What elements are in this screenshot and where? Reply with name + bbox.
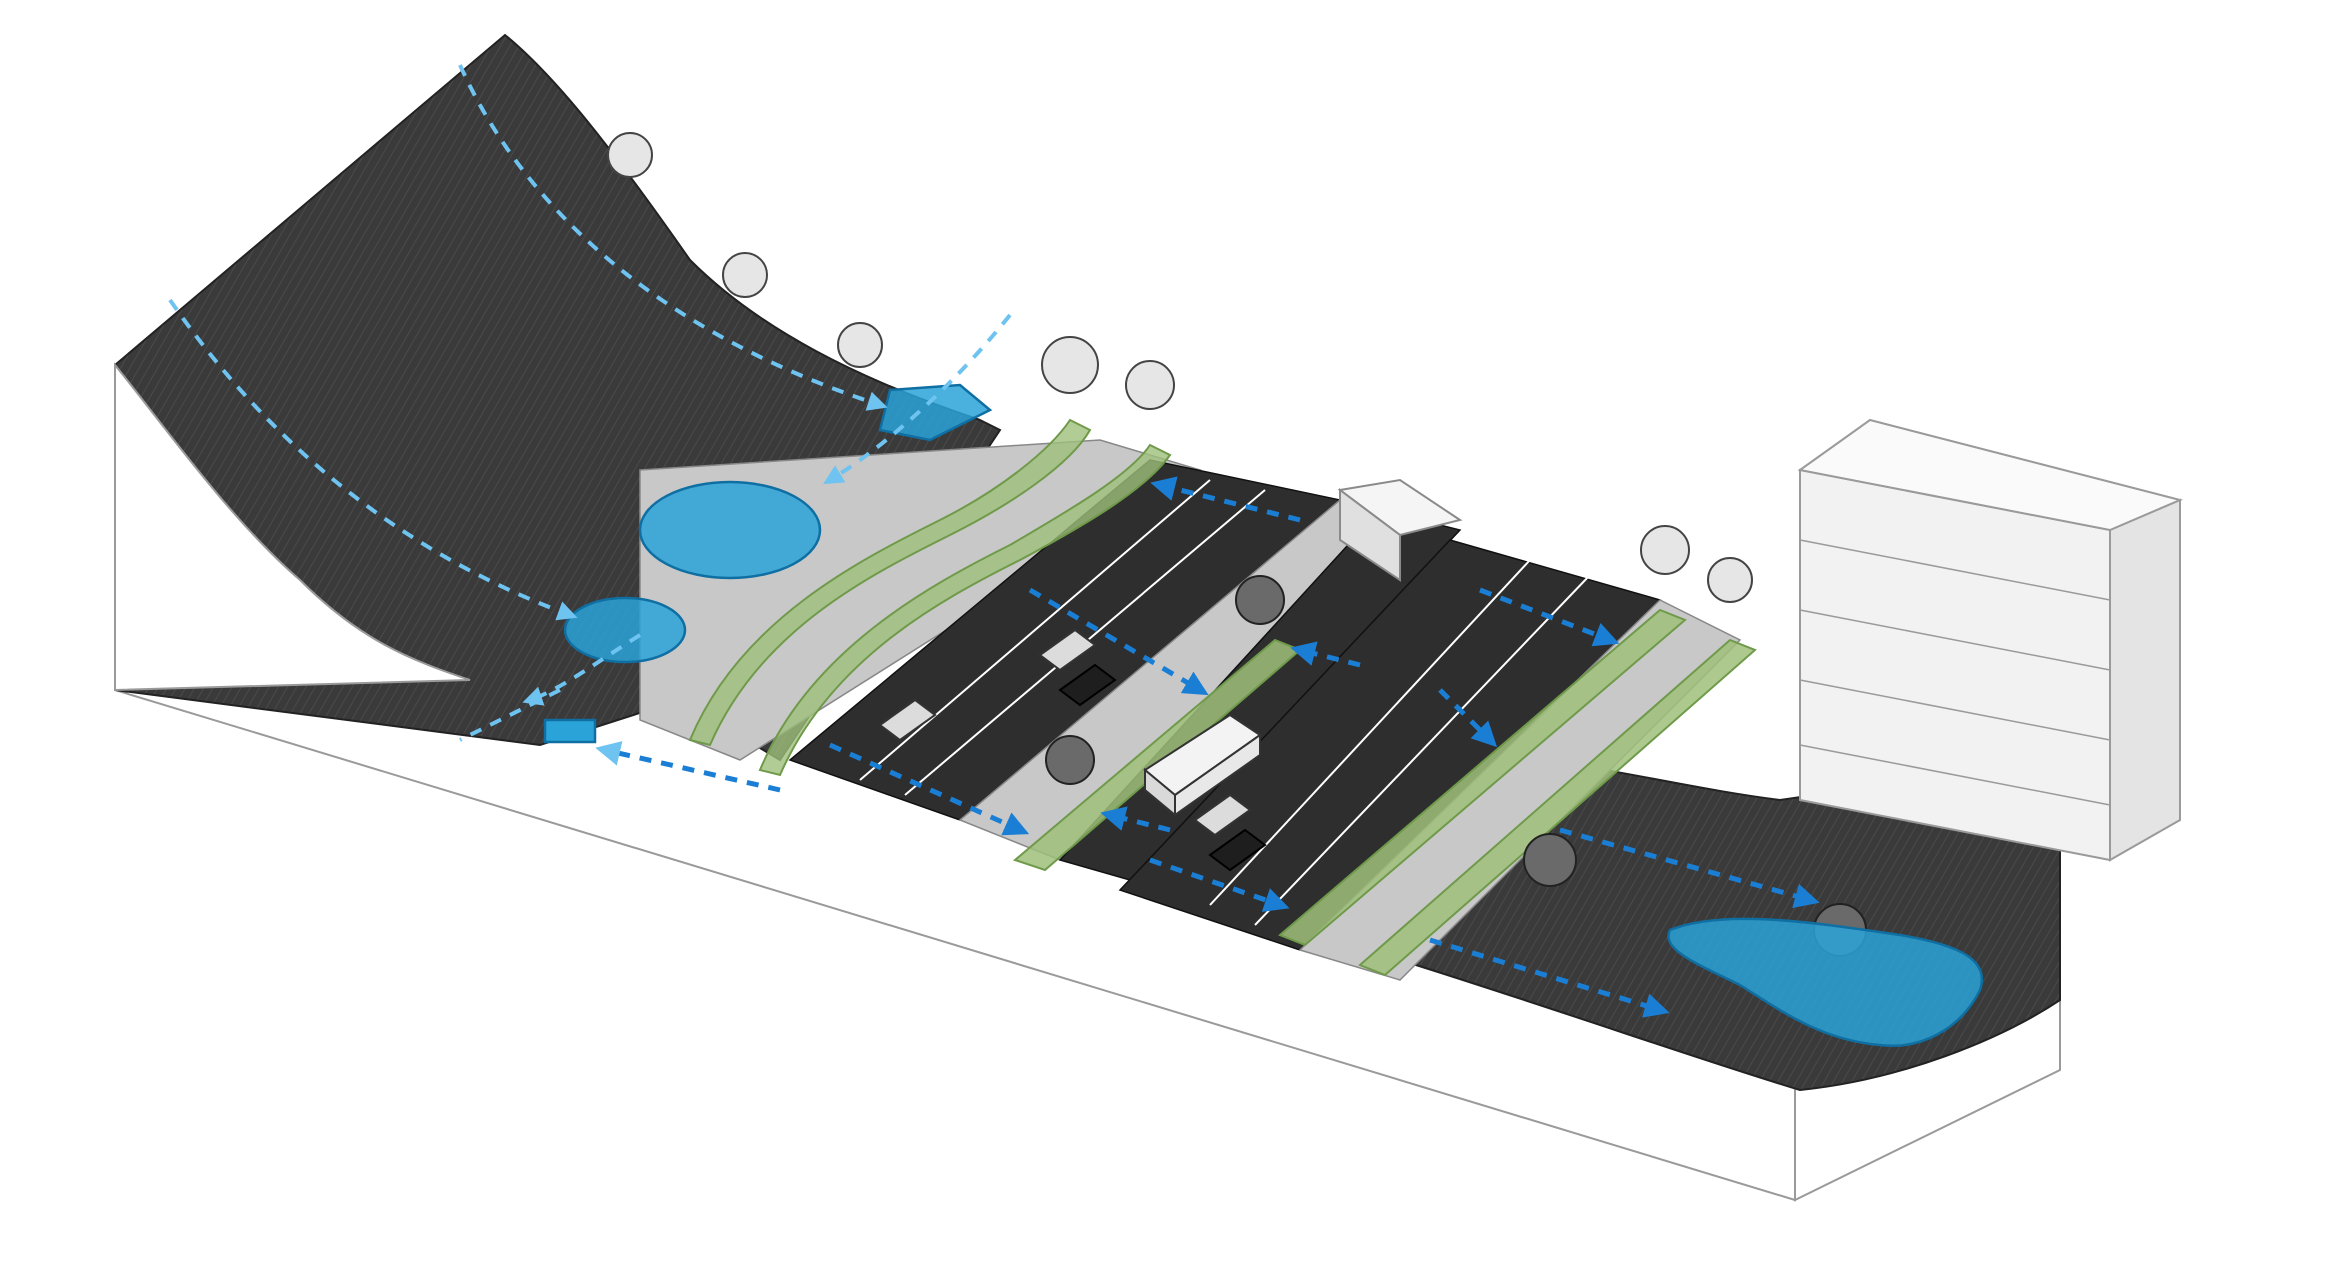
green-strip-hillside-2 bbox=[758, 443, 1172, 777]
dashed-arrow-icon bbox=[1290, 641, 1361, 668]
vehicles bbox=[878, 628, 1267, 872]
car-icon bbox=[878, 698, 937, 742]
flow-arrows bbox=[168, 64, 1820, 1018]
shelter-body bbox=[1339, 488, 1401, 582]
car-icon bbox=[1193, 793, 1252, 837]
tree-icon bbox=[607, 132, 653, 178]
tree-icon bbox=[837, 322, 883, 368]
tree-icon bbox=[1045, 735, 1095, 785]
tree-icon bbox=[722, 252, 768, 298]
dashed-arrow-icon bbox=[823, 313, 1012, 485]
green-strip-east-1 bbox=[1278, 608, 1687, 947]
dashed-arrow-icon bbox=[1479, 587, 1620, 647]
retention-basin-icon bbox=[638, 480, 822, 580]
green-strip-hillside-1 bbox=[688, 418, 1092, 747]
bus-shelter bbox=[1337, 478, 1463, 582]
building-front bbox=[1799, 468, 2111, 862]
car-icon bbox=[1038, 628, 1097, 672]
dashed-arrow-icon bbox=[1429, 937, 1670, 1018]
retention-basin-icon bbox=[543, 718, 597, 744]
building-floor-lines bbox=[1799, 539, 2111, 806]
tree-icon bbox=[1707, 557, 1753, 603]
tree-icon bbox=[1125, 360, 1175, 410]
dashed-arrow-icon bbox=[1438, 688, 1498, 748]
green-strip-east-2 bbox=[1358, 638, 1757, 977]
dashed-arrow-icon bbox=[459, 688, 561, 742]
building bbox=[1797, 418, 2184, 862]
building-roof bbox=[1797, 418, 2184, 532]
tree-icon bbox=[1640, 525, 1690, 575]
dashed-arrow-icon bbox=[1028, 587, 1209, 696]
dashed-arrow-icon bbox=[595, 741, 781, 793]
retention-basin-icon bbox=[1667, 917, 1983, 1047]
dashed-arrow-icon bbox=[1150, 476, 1301, 523]
building-side bbox=[2109, 498, 2181, 862]
dashed-arrow-icon bbox=[522, 633, 642, 706]
dashed-arrow-icon bbox=[1100, 806, 1171, 833]
tree-icon bbox=[1041, 336, 1099, 394]
car-icon bbox=[1208, 828, 1267, 872]
bus-icon bbox=[1143, 713, 1262, 818]
dashed-arrow-icon bbox=[458, 64, 888, 411]
retention-basin-icon bbox=[563, 596, 687, 664]
green-strips bbox=[688, 418, 1757, 977]
dashed-arrow-icon bbox=[1149, 857, 1290, 912]
retention-basins bbox=[543, 383, 1983, 1047]
hillside-left-side bbox=[114, 362, 471, 692]
dashed-arrow-icon bbox=[168, 298, 578, 621]
car-icon bbox=[1058, 663, 1117, 707]
tree-icon bbox=[1235, 575, 1285, 625]
tree-icon bbox=[1523, 833, 1577, 887]
